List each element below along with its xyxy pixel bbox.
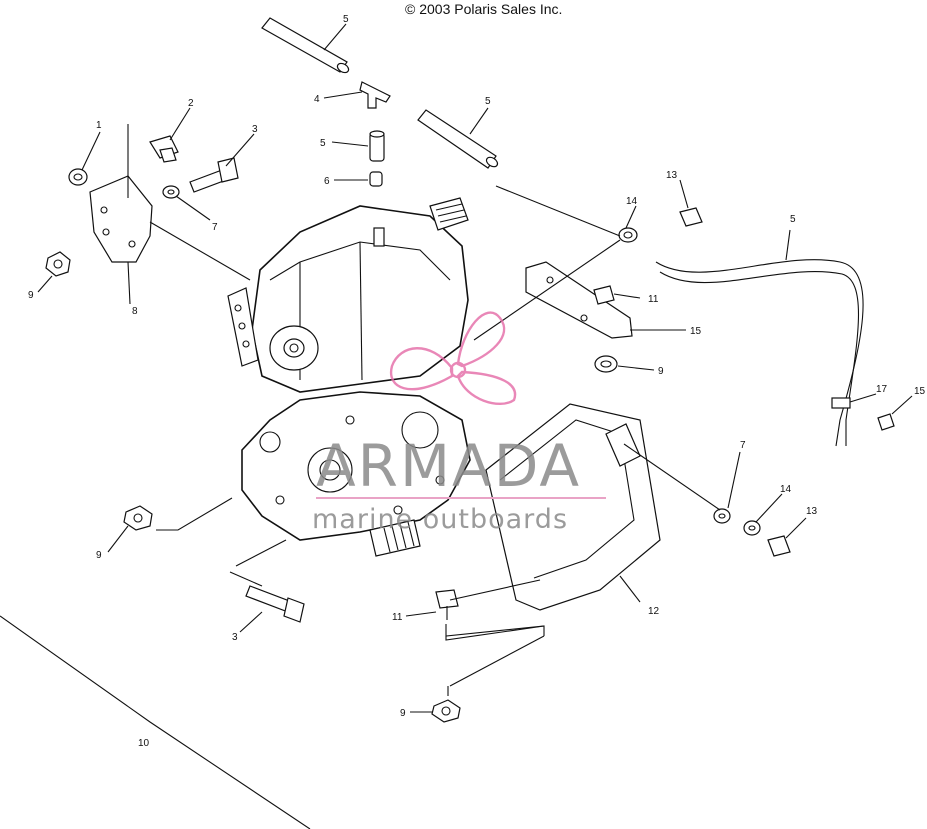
bolt-3-bottom[interactable] [245,585,305,623]
callout-9: 9 [400,708,406,719]
bolt-13-right[interactable] [767,535,791,557]
callout-3: 3 [232,632,238,643]
callout-2: 2 [188,98,194,109]
bracket-8[interactable] [89,124,153,263]
callout-1: 1 [96,120,102,131]
nut-9-lower-left[interactable] [123,505,153,531]
callout-5: 5 [320,138,326,149]
callout-labels: 5 4 5 5 6 1 2 3 7 8 9 14 13 5 11 15 9 17… [28,14,926,749]
bolt-11-top[interactable] [593,285,615,305]
bolt-13-top[interactable] [679,207,703,227]
nut-1[interactable] [68,168,88,186]
hose-5-right[interactable] [417,109,499,169]
callout-12: 12 [648,606,660,617]
bracket-12[interactable] [485,403,661,611]
washer-7-right[interactable] [713,508,731,524]
tee-fitting-4[interactable] [359,81,391,109]
callout-7: 7 [740,440,746,451]
hose-5-top[interactable] [261,17,350,74]
callout-6: 6 [324,176,330,187]
callout-13: 13 [666,170,678,181]
watermark-tagline: marine outboards [312,504,568,535]
callout-15: 15 [690,326,702,337]
callout-9: 9 [658,366,664,377]
callout-13: 13 [806,506,818,517]
washer-14-top[interactable] [618,227,638,243]
hose-5-short[interactable] [369,130,385,162]
bolt-15-right[interactable] [877,413,895,431]
nut-9-mid[interactable] [594,355,618,373]
washer-14-right[interactable] [743,520,761,536]
watermark-brand: ARMADA [316,432,581,500]
bracket-15[interactable] [525,261,633,339]
propeller-logo [389,311,517,405]
nut-9-bottom[interactable] [431,699,461,723]
bolt-3-top[interactable] [189,157,239,193]
leader-lines [0,23,913,829]
copyright-text: © 2003 Polaris Sales Inc. [405,1,562,17]
callout-4: 4 [314,94,320,105]
callout-14: 14 [780,484,792,495]
nut-9-left[interactable] [45,251,71,277]
callout-15: 15 [914,386,926,397]
callout-7: 7 [212,222,218,233]
bolt-11-bottom[interactable] [435,589,459,620]
watermark: ARMADA marine outboards [312,311,606,535]
gearcase-assembly[interactable] [227,197,471,557]
callout-10: 10 [138,738,150,749]
vent-hose-5[interactable] [655,259,864,447]
callout-9: 9 [96,550,102,561]
clamp-6[interactable] [369,171,383,187]
bolt-2[interactable] [149,135,179,163]
callout-11: 11 [392,612,403,623]
callout-5: 5 [343,14,349,25]
callout-5: 5 [485,96,491,107]
callout-9: 9 [28,290,34,301]
callout-3: 3 [252,124,258,135]
callout-8: 8 [132,306,138,317]
callout-5: 5 [790,214,796,225]
callout-17: 17 [876,384,888,395]
callout-11: 11 [648,294,659,305]
callout-14: 14 [626,196,638,207]
washer-7-left[interactable] [162,185,180,199]
